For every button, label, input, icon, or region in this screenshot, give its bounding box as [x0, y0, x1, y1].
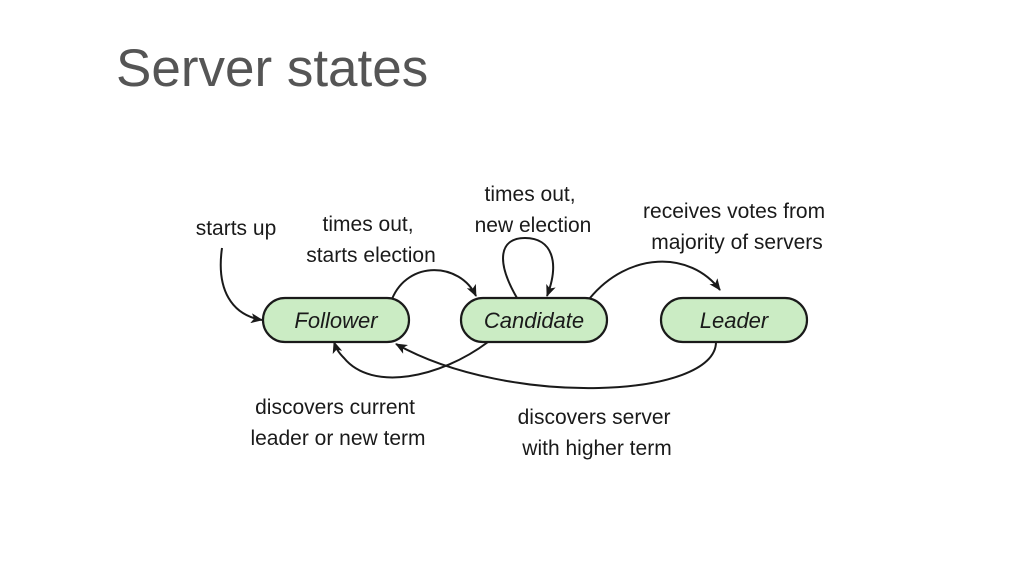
state-leader-label: Leader — [700, 308, 770, 333]
edge-leader-to-follower — [395, 341, 717, 389]
state-candidate-label: Candidate — [484, 308, 584, 333]
edge-candidate-to-leader — [589, 260, 721, 299]
label-candidate-to-leader: receives votes from majority of servers — [643, 200, 831, 254]
edge-starts-up — [219, 247, 263, 324]
label-candidate-self: times out, new election — [475, 183, 592, 237]
edge-follower-to-candidate — [391, 269, 477, 300]
edge-candidate-self — [502, 236, 556, 299]
state-follower-label: Follower — [294, 308, 379, 333]
state-follower: Follower — [261, 296, 411, 344]
label-candidate-to-follower: discovers current leader or new term — [250, 396, 425, 450]
state-leader: Leader — [659, 296, 809, 344]
label-follower-to-candidate: times out, starts election — [306, 213, 436, 267]
edge-candidate-to-follower — [332, 341, 489, 379]
label-starts-up: starts up — [196, 217, 277, 240]
label-leader-to-follower: discovers server with higher term — [518, 406, 677, 460]
state-candidate: Candidate — [459, 296, 609, 344]
slide-title: Server states — [116, 39, 429, 98]
